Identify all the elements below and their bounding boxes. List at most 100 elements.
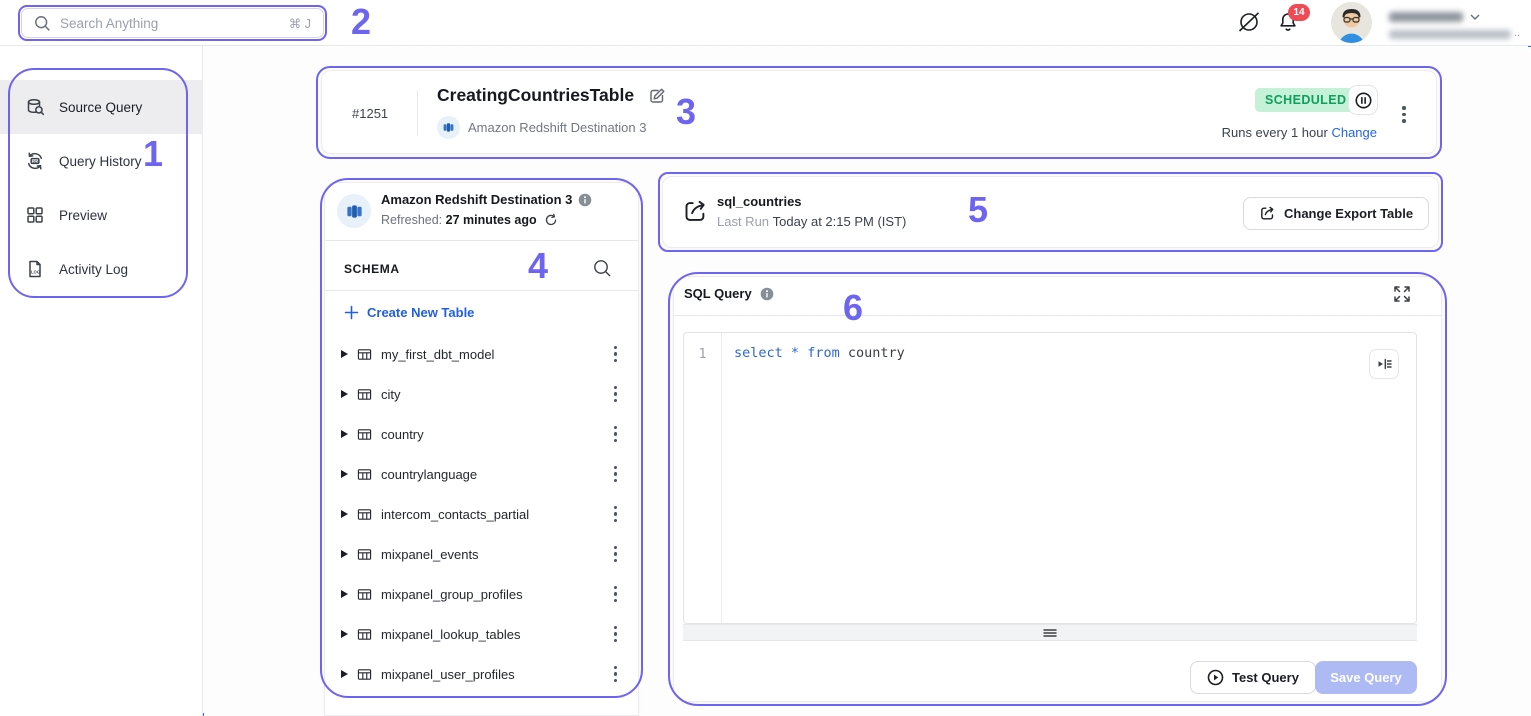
- table-kebab-menu[interactable]: [610, 342, 622, 367]
- schema-divider-1: [325, 240, 638, 241]
- caret-right-icon[interactable]: [341, 350, 348, 358]
- table-kebab-menu[interactable]: [610, 662, 622, 687]
- table-kebab-menu[interactable]: [610, 422, 622, 447]
- create-new-table-button[interactable]: Create New Table: [344, 305, 474, 320]
- schema-table-row[interactable]: intercom_contacts_partial: [324, 494, 639, 534]
- format-query-button[interactable]: [1369, 349, 1399, 379]
- user-menu[interactable]: [1389, 12, 1480, 22]
- schedule-change-link[interactable]: Change: [1331, 125, 1377, 140]
- query-header-card: [321, 70, 1437, 154]
- search-placeholder: Search Anything: [60, 15, 159, 31]
- table-name: country: [381, 426, 424, 442]
- table-name: intercom_contacts_partial: [381, 506, 530, 522]
- query-title: CreatingCountriesTable: [437, 85, 635, 105]
- svg-text:LOG: LOG: [31, 270, 40, 275]
- editor-gutter: 1: [684, 333, 722, 623]
- schema-search-button[interactable]: [593, 259, 612, 278]
- caret-right-icon[interactable]: [341, 590, 348, 598]
- table-icon: [357, 507, 372, 522]
- editor-resize-handle[interactable]: [683, 624, 1417, 641]
- schema-table-row[interactable]: mixpanel_user_profiles: [324, 654, 639, 694]
- change-export-table-button[interactable]: Change Export Table: [1243, 197, 1430, 230]
- database-search-icon: [25, 97, 45, 117]
- refreshed-value: 27 minutes ago: [445, 213, 537, 227]
- caret-right-icon[interactable]: [341, 470, 348, 478]
- table-kebab-menu[interactable]: [610, 622, 622, 647]
- caret-right-icon[interactable]: [341, 510, 348, 518]
- create-new-table-label: Create New Table: [367, 305, 475, 320]
- sql-header-divider: [674, 315, 1441, 316]
- sidebar-item-label: Source Query: [59, 99, 143, 115]
- last-run-value: Today at 2:15 PM (IST): [772, 214, 907, 229]
- schema-panel: [324, 182, 639, 716]
- avatar[interactable]: [1331, 2, 1372, 43]
- schema-table-row[interactable]: mixpanel_events: [324, 534, 639, 574]
- test-query-button[interactable]: Test Query: [1190, 661, 1316, 694]
- table-icon: [357, 547, 372, 562]
- search-input[interactable]: Search Anything ⌘ J: [21, 8, 324, 38]
- destination-row: Amazon Redshift Destination 3: [437, 116, 646, 139]
- edit-icon[interactable]: [648, 87, 666, 105]
- schema-destination-name: Amazon Redshift Destination 3: [381, 192, 573, 207]
- caret-right-icon[interactable]: [341, 390, 348, 398]
- play-circle-icon: [1207, 669, 1224, 686]
- table-name: my_first_dbt_model: [381, 346, 495, 362]
- refresh-icon[interactable]: [544, 213, 558, 227]
- save-query-label: Save Query: [1330, 670, 1402, 685]
- schema-table-row[interactable]: mixpanel_group_profiles: [324, 574, 639, 614]
- log-document-icon: LOG: [25, 259, 45, 279]
- user-email-row: ..: [1389, 27, 1520, 39]
- annotation-number-4: 4: [528, 245, 549, 286]
- test-query-label: Test Query: [1232, 670, 1299, 685]
- sidebar-item-query-history[interactable]: SQL Query History: [0, 134, 203, 188]
- annotation-number-2: 2: [351, 1, 372, 42]
- svg-text:SQL: SQL: [32, 159, 40, 163]
- search-icon: [35, 15, 50, 31]
- table-kebab-menu[interactable]: [610, 502, 622, 527]
- table-icon: [357, 667, 372, 682]
- table-kebab-menu[interactable]: [610, 462, 622, 487]
- table-icon: [357, 627, 372, 642]
- info-icon[interactable]: [578, 193, 592, 207]
- expand-icon: [1394, 286, 1410, 302]
- table-name: mixpanel_group_profiles: [381, 586, 523, 602]
- table-icon: [357, 587, 372, 602]
- schema-table-row[interactable]: my_first_dbt_model: [324, 334, 639, 374]
- schema-table-row[interactable]: country: [324, 414, 639, 454]
- whats-new-button[interactable]: [1237, 10, 1261, 34]
- table-kebab-menu[interactable]: [610, 542, 622, 567]
- avatar-illustration: [1331, 2, 1372, 43]
- caret-right-icon[interactable]: [341, 430, 348, 438]
- sidebar-item-activity-log[interactable]: LOG Activity Log: [0, 242, 203, 296]
- caret-right-icon[interactable]: [341, 630, 348, 638]
- sql-query-header: SQL Query: [684, 286, 774, 301]
- table-kebab-menu[interactable]: [610, 382, 622, 407]
- sidebar-item-source-query[interactable]: Source Query: [0, 80, 203, 134]
- annotation-number-6: 6: [843, 287, 864, 328]
- info-icon[interactable]: [760, 287, 774, 301]
- schema-table-row[interactable]: mixpanel_lookup_tables: [324, 614, 639, 654]
- sidebar-item-label: Query History: [59, 153, 142, 169]
- format-indent-icon: [1378, 358, 1392, 370]
- redshift-icon: [437, 116, 460, 139]
- schema-table-row[interactable]: countrylanguage: [324, 454, 639, 494]
- sidebar-item-label: Activity Log: [59, 261, 129, 277]
- caret-right-icon[interactable]: [341, 550, 348, 558]
- schema-destination-row: Amazon Redshift Destination 3: [381, 192, 592, 207]
- table-kebab-menu[interactable]: [610, 582, 622, 607]
- header-kebab-menu[interactable]: [1398, 102, 1410, 127]
- caret-right-icon[interactable]: [341, 670, 348, 678]
- destination-name: Amazon Redshift Destination 3: [468, 120, 647, 135]
- sidebar-item-preview[interactable]: Preview: [0, 188, 203, 242]
- table-name: mixpanel_events: [381, 546, 479, 562]
- schema-table-row[interactable]: city: [324, 374, 639, 414]
- sql-editor[interactable]: 1 select * from country: [683, 332, 1417, 624]
- table-icon: [357, 387, 372, 402]
- save-query-button[interactable]: Save Query: [1315, 661, 1417, 694]
- query-title-row: CreatingCountriesTable: [437, 85, 666, 106]
- pause-button[interactable]: [1348, 85, 1378, 115]
- search-icon: [594, 260, 611, 277]
- expand-editor-button[interactable]: [1392, 284, 1412, 304]
- sql-code-line[interactable]: select * from country: [734, 345, 905, 361]
